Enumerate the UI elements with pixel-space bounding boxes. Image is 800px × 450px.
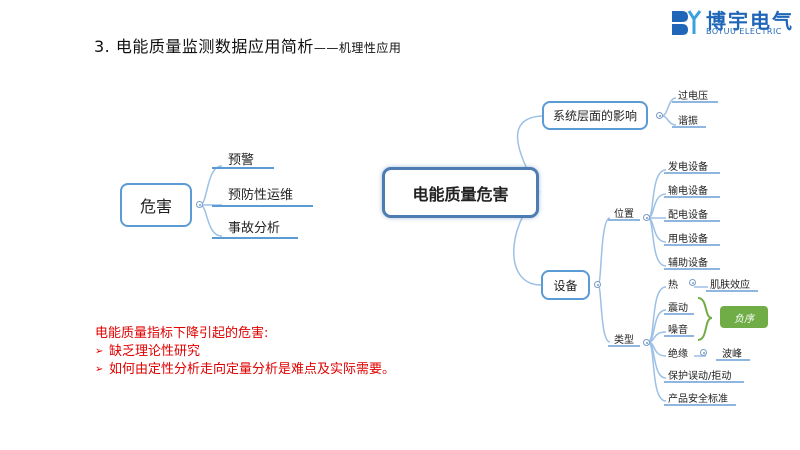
link-system-resonance: [661, 115, 677, 126]
underline-peak: [716, 359, 750, 361]
type-item-heat[interactable]: 热: [668, 280, 678, 291]
link-hazard-warning: [199, 165, 223, 206]
position-item-auxiliary[interactable]: 辅助设备: [668, 258, 708, 269]
arrow-bullet-icon: ➢: [95, 364, 104, 375]
logo-name-cn: 博宇电气: [706, 9, 794, 33]
hazard-notes: 电能质量指标下降引起的危害: ➢ 缺乏理论性研究 ➢ 如何由定性分析走向定量分析…: [95, 325, 395, 379]
underline-pos-2: [664, 220, 720, 222]
device-node[interactable]: 设备: [541, 270, 590, 300]
type-item-wave-peak[interactable]: 波峰: [722, 349, 742, 360]
heat-collapse-icon[interactable]: [689, 279, 696, 286]
system-node[interactable]: 系统层面的影响: [542, 101, 648, 130]
link-device-position: [597, 217, 611, 286]
logo-name-en: BOYUU ELECTRIC: [706, 27, 782, 36]
center-node[interactable]: 电能质量危害: [382, 167, 539, 218]
underline-pos-3: [664, 244, 720, 246]
type-collapse-icon[interactable]: [643, 339, 650, 346]
negative-sequence-node[interactable]: 负序: [720, 306, 768, 328]
notes-heading: 电能质量指标下降引起的危害:: [95, 326, 269, 341]
negseq-bracket: [697, 297, 713, 341]
underline-type: [608, 345, 640, 347]
system-item-overvoltage[interactable]: 过电压: [678, 91, 708, 102]
left-item-warning[interactable]: 预警: [228, 153, 255, 168]
link-hazard-accident: [199, 204, 223, 237]
position-item-consumption[interactable]: 用电设备: [668, 234, 708, 245]
link-device-type: [597, 284, 611, 343]
underline-warning: [212, 167, 274, 169]
underline-noise: [664, 335, 694, 337]
underline-skin: [706, 290, 758, 292]
logo-mark-icon: [672, 10, 702, 35]
underline-pos-4: [664, 268, 720, 270]
position-item-distribution[interactable]: 配电设备: [668, 210, 708, 221]
hazard-node[interactable]: 危害: [120, 183, 192, 227]
position-item-transmission[interactable]: 输电设备: [668, 186, 708, 197]
type-item-skin-effect[interactable]: 肌肤效应: [710, 280, 750, 291]
underline-protection: [664, 381, 744, 383]
device-collapse-icon[interactable]: [594, 281, 601, 288]
position-collapse-icon[interactable]: [643, 214, 650, 221]
underline-vibration: [664, 313, 694, 315]
underline-pos-1: [664, 196, 720, 198]
title-main: 3. 电能质量监测数据应用简析: [94, 37, 314, 56]
type-item-safety[interactable]: 产品安全标准: [668, 394, 728, 405]
type-item-protection[interactable]: 保护误动/拒动: [668, 371, 732, 382]
underline-preventive: [212, 205, 313, 207]
notes-item-text: 如何由定性分析走向定量分析是难点及实际需要。: [109, 362, 396, 377]
hazard-collapse-icon[interactable]: [196, 201, 203, 208]
insulation-collapse-icon[interactable]: [700, 349, 707, 356]
left-item-accident[interactable]: 事故分析: [228, 221, 281, 236]
position-label[interactable]: 位置: [614, 209, 634, 220]
system-item-resonance[interactable]: 谐振: [678, 116, 698, 127]
underline-resonance: [672, 126, 706, 128]
position-item-generation[interactable]: 发电设备: [668, 162, 708, 173]
underline-position: [608, 219, 640, 221]
title-sub: ——机理性应用: [313, 41, 402, 55]
left-item-preventive[interactable]: 预防性运维: [228, 188, 294, 203]
notes-item: ➢ 如何由定性分析走向定量分析是难点及实际需要。: [95, 361, 395, 379]
type-item-vibration[interactable]: 震动: [668, 303, 688, 314]
company-logo: 博宇电气 BOYUU ELECTRIC: [670, 5, 798, 41]
type-item-noise[interactable]: 噪音: [668, 325, 688, 336]
type-item-insulation[interactable]: 绝缘: [668, 349, 688, 360]
underline-safety: [664, 404, 736, 406]
slide-title: 3. 电能质量监测数据应用简析——机理性应用: [94, 33, 401, 57]
system-collapse-icon[interactable]: [656, 112, 663, 119]
underline-overvoltage: [672, 101, 718, 103]
underline-accident: [212, 237, 298, 239]
notes-item: ➢ 缺乏理论性研究: [95, 343, 395, 361]
arrow-bullet-icon: ➢: [95, 346, 104, 357]
type-label[interactable]: 类型: [614, 335, 634, 346]
notes-item-text: 缺乏理论性研究: [109, 344, 201, 359]
underline-pos-0: [664, 172, 720, 174]
